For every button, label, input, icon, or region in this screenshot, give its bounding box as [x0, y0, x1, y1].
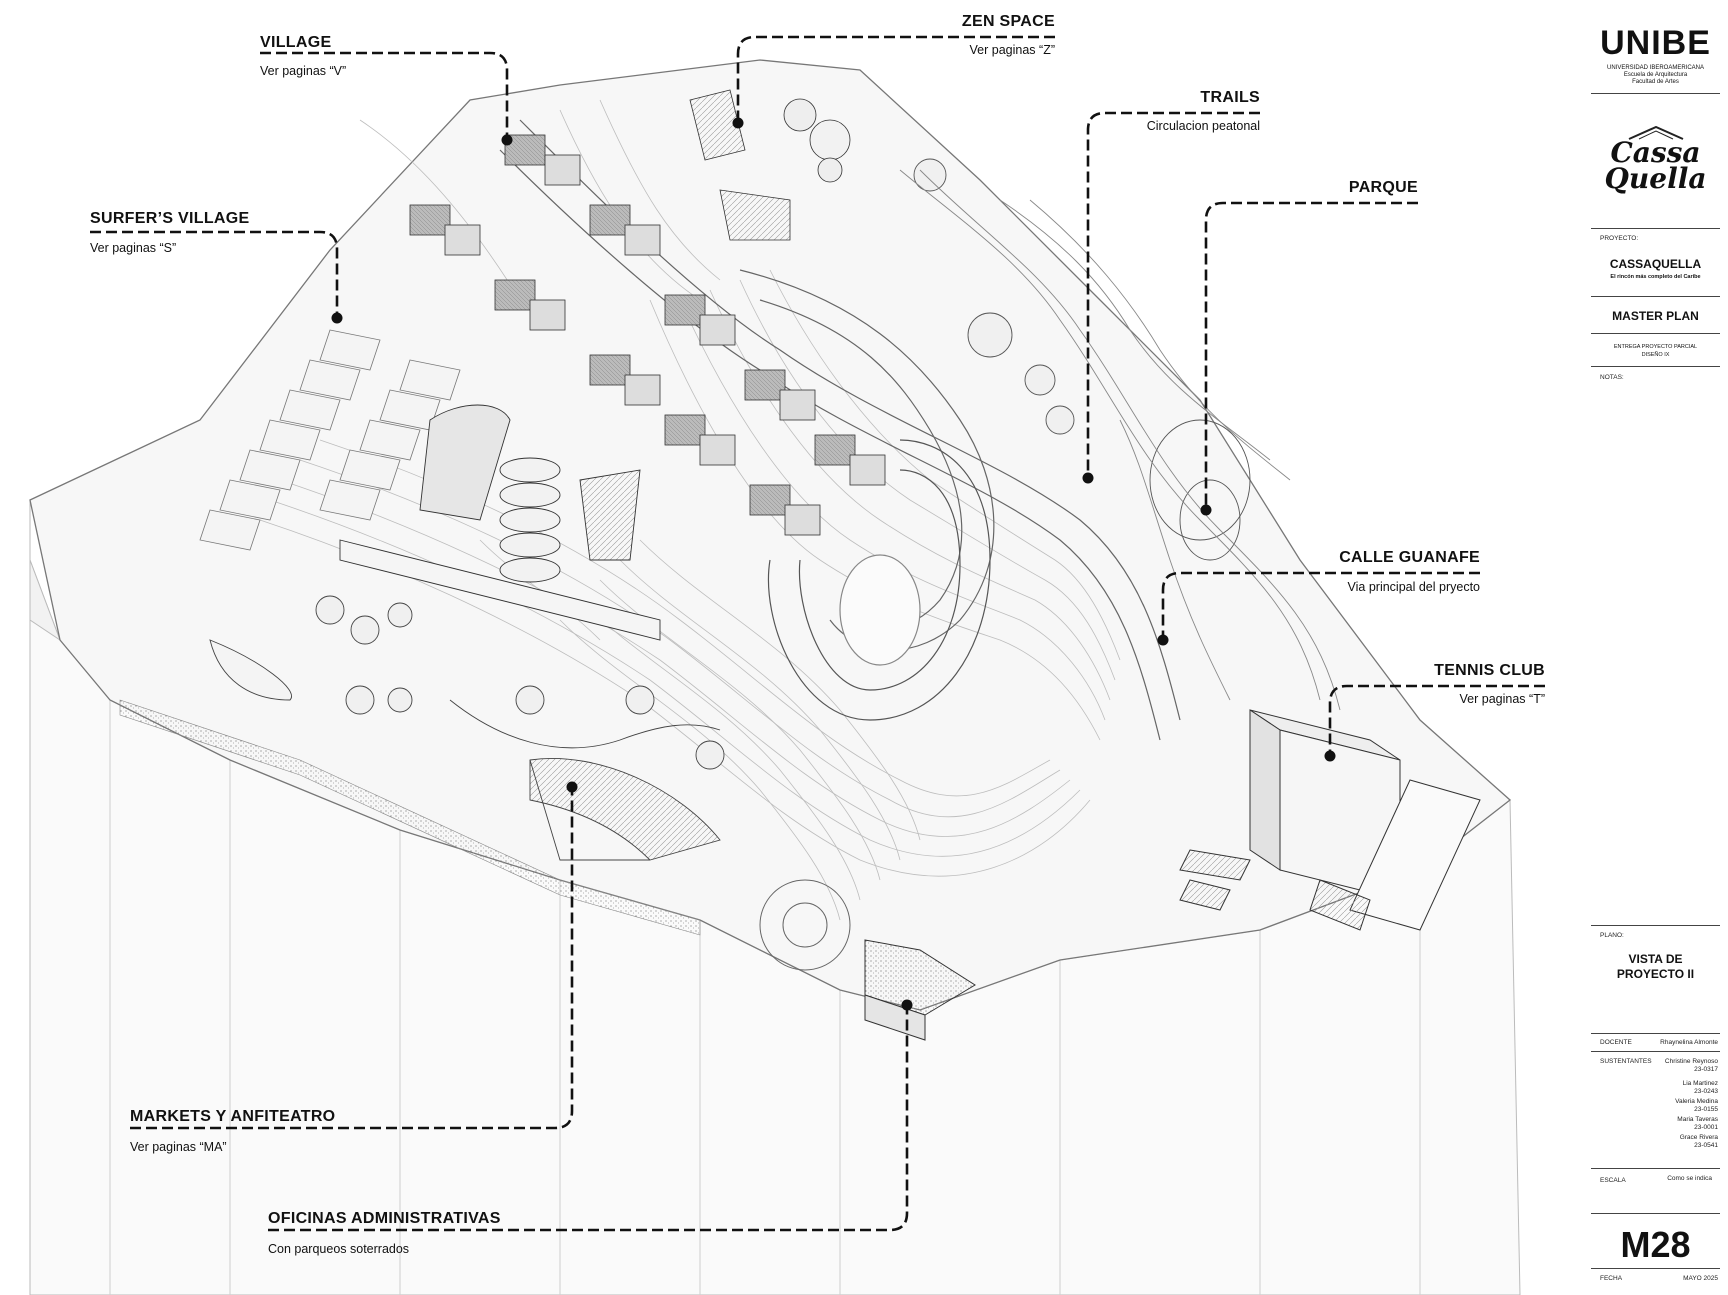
trails-subtitle: Circulacion peatonal — [1146, 119, 1260, 133]
sustentante-3-id: 23-0155 — [1694, 1106, 1718, 1113]
plano-label: PLANO: — [1600, 932, 1624, 939]
surfers-village-units — [199, 329, 461, 551]
calle-guanafe-title: CALLE GUANAFE — [1339, 549, 1480, 566]
logo-line-2: Quella — [1604, 162, 1707, 195]
logo-line-1: Cassa — [1610, 136, 1701, 169]
parque-marker — [1200, 504, 1212, 516]
school-sub-2: Escuela de Arquitectura — [1623, 72, 1688, 78]
surfers-village-marker — [331, 312, 343, 324]
project-name: CASSAQUELLA — [1609, 257, 1702, 271]
trails — [899, 169, 1341, 711]
surfers-village-subtitle: Ver paginas “S” — [90, 241, 177, 255]
axonometric-site-drawing: VILLAGE Ver paginas “V” ZEN SPACE Ver pa… — [29, 13, 1545, 1295]
zen-space-subtitle: Ver paginas “Z” — [969, 43, 1055, 57]
title-block: UNIBE UNIVERSIDAD IBEROAMERICANA Escuela… — [1585, 0, 1728, 1295]
school-sub-3: Facultad de Artes — [1632, 79, 1679, 85]
oficinas-subtitle: Con parqueos soterrados — [268, 1242, 410, 1256]
plano-title-2: PROYECTO II — [1616, 967, 1695, 981]
markets-subtitle: Ver paginas “MA” — [130, 1140, 227, 1154]
entrega-line-2: DISEÑO IX — [1641, 352, 1670, 358]
master-plan: MASTER PLAN — [1612, 309, 1699, 323]
zen-space-title: ZEN SPACE — [961, 13, 1055, 30]
sustentante-5-name: Grace Rivera — [1679, 1134, 1718, 1141]
callout-dots — [331, 117, 1336, 1011]
escala-value: Como se indica — [1667, 1175, 1712, 1182]
escala-label: ESCALA — [1600, 1177, 1626, 1184]
school-logo: UNIBE — [1600, 24, 1711, 62]
village-subtitle: Ver paginas “V” — [260, 64, 347, 78]
site-plan-illustration — [29, 35, 1545, 1295]
sustentante-1-id: 23-0317 — [1694, 1066, 1718, 1073]
tennis-club-marker — [1324, 750, 1336, 762]
oficinas-marker — [901, 999, 913, 1011]
notas-label: NOTAS: — [1600, 374, 1624, 381]
project-tagline: El rincón más completo del Caribe — [1610, 274, 1701, 280]
parque-title: PARQUE — [1348, 179, 1418, 196]
docente-name: Rhaynelina Almonte — [1660, 1039, 1718, 1046]
trails-marker — [1082, 472, 1094, 484]
sustentante-1-name: Christine Reynoso — [1664, 1058, 1718, 1065]
village-title: VILLAGE — [260, 34, 332, 51]
park-elements — [913, 158, 1251, 561]
village-marker — [501, 134, 513, 146]
sustentante-2-id: 23-0243 — [1694, 1088, 1718, 1095]
fecha-value: MAYO 2025 — [1683, 1275, 1718, 1282]
proyecto-label: PROYECTO: — [1600, 235, 1639, 242]
sustentantes-label: SUSTENTANTES — [1600, 1058, 1652, 1065]
docente-label: DOCENTE — [1600, 1039, 1632, 1046]
road-loop — [767, 439, 991, 721]
entrega-line-1: ENTREGA PROYECTO PARCIAL — [1613, 344, 1698, 350]
markets-marker — [566, 781, 578, 793]
admin-building — [864, 939, 976, 1041]
plano-title-1: VISTA DE — [1628, 952, 1683, 966]
tennis-club-subtitle: Ver paginas “T” — [1459, 692, 1545, 706]
sheet-number: M28 — [1620, 1224, 1691, 1265]
tennis-club-title: TENNIS CLUB — [1434, 662, 1545, 679]
sustentante-2-name: Lia Martinez — [1682, 1080, 1718, 1087]
village-cabins — [409, 134, 886, 536]
fecha-label: FECHA — [1600, 1275, 1623, 1282]
zen-space-structure — [689, 89, 851, 241]
sustentante-3-name: Valeria Medina — [1675, 1098, 1718, 1105]
oficinas-title: OFICINAS ADMINISTRATIVAS — [268, 1210, 501, 1227]
road-edge — [119, 699, 701, 936]
roof-icon — [1628, 126, 1683, 140]
trails-title: TRAILS — [1200, 89, 1260, 106]
sustentante-4-id: 23-0001 — [1694, 1124, 1718, 1131]
sustentante-4-name: Maria Taveras — [1677, 1116, 1718, 1123]
tennis-club-building — [1179, 709, 1481, 931]
cassaquella-logo: Cassa Quella — [1591, 126, 1720, 195]
zen-space-marker — [732, 117, 744, 129]
surfers-village-title: SURFER’S VILLAGE — [90, 210, 250, 227]
contour-lines — [259, 99, 1121, 921]
central-hotel — [339, 404, 661, 641]
calle-guanafe-marker — [1157, 634, 1169, 646]
sustentante-5-id: 23-0541 — [1694, 1142, 1718, 1149]
calle-guanafe-subtitle: Via principal del pryecto — [1347, 580, 1480, 594]
plateau — [29, 59, 1512, 1011]
markets-title: MARKETS Y ANFITEATRO — [130, 1108, 336, 1125]
school-sub-1: UNIVERSIDAD IBEROAMERICANA — [1606, 65, 1705, 71]
callout-leaders — [90, 35, 1545, 1232]
roundabout — [759, 879, 851, 971]
